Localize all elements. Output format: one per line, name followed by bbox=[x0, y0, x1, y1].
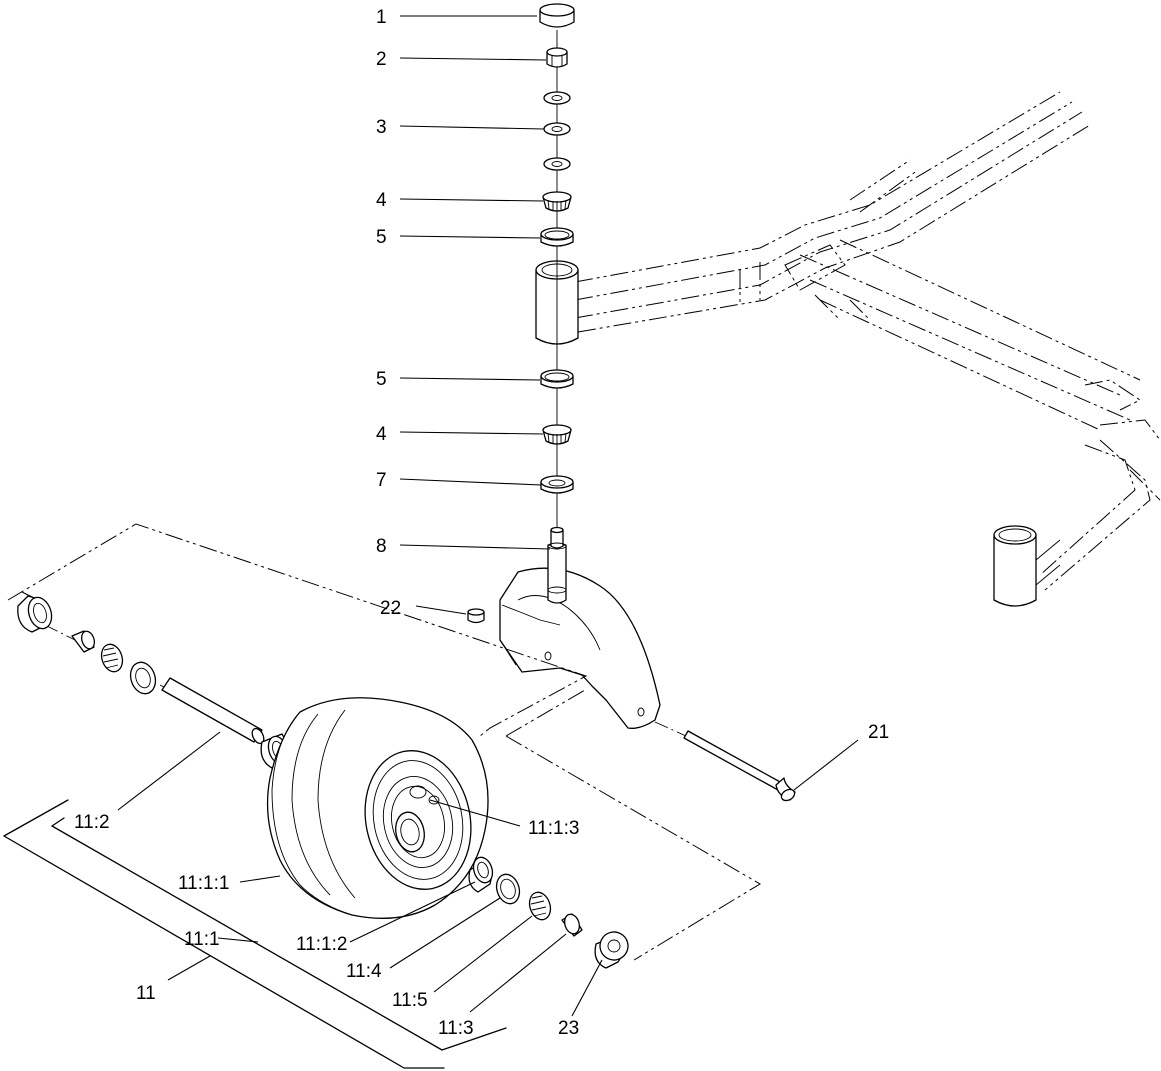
callout-3: 3 bbox=[376, 117, 387, 138]
assembly-brackets bbox=[3, 799, 507, 1069]
frame-caster-socket bbox=[993, 525, 1061, 607]
callout-11-1: 11:1 bbox=[184, 929, 220, 950]
callout-11-1-1: 11:1:1 bbox=[178, 873, 229, 894]
callout-23: 23 bbox=[558, 1018, 579, 1039]
callout-11-3: 11:3 bbox=[438, 1018, 474, 1039]
bearing-cup-bottom bbox=[540, 369, 574, 389]
callout-11-1-3: 11:1:3 bbox=[528, 818, 579, 839]
wheel-dust-cap bbox=[594, 931, 629, 969]
callout-11-1-2: 11:1:2 bbox=[296, 934, 347, 955]
callout-5-top: 5 bbox=[376, 227, 387, 248]
callout-11-4: 11:4 bbox=[346, 961, 382, 982]
washer-bottom bbox=[543, 157, 571, 171]
bearing-cone-top bbox=[542, 191, 572, 212]
washer-top bbox=[543, 91, 571, 105]
grease-fitting bbox=[467, 608, 485, 624]
callout-11-2: 11:2 bbox=[74, 812, 110, 833]
callout-11-5: 11:5 bbox=[392, 990, 428, 1011]
axle-seal-left bbox=[17, 595, 53, 633]
axle-spacer-right bbox=[561, 913, 583, 937]
washer-middle bbox=[543, 122, 571, 136]
axle-tube bbox=[161, 677, 265, 745]
caster-fork bbox=[499, 526, 661, 729]
callout-1: 1 bbox=[376, 7, 387, 28]
wheel-bearing-cup-right bbox=[468, 856, 494, 893]
wheel-bearing-cup-outer bbox=[495, 873, 521, 905]
wheel-bearing-cone-left bbox=[100, 643, 124, 673]
bearing-cup-top bbox=[540, 227, 574, 247]
mower-frame-phantom bbox=[574, 91, 1161, 591]
callout-8: 8 bbox=[376, 536, 387, 557]
wheel-bearing-cup-left bbox=[129, 661, 157, 695]
callout-22: 22 bbox=[380, 598, 401, 619]
axle-spacer-left bbox=[71, 630, 95, 653]
wheel-bearing-cone-right bbox=[528, 891, 552, 921]
callout-5-bottom: 5 bbox=[376, 369, 387, 390]
dust-cap bbox=[539, 3, 575, 28]
callout-7: 7 bbox=[376, 470, 387, 491]
tire-wheel-assembly bbox=[266, 697, 489, 919]
callout-11: 11 bbox=[136, 983, 156, 1004]
axle-bolt bbox=[654, 721, 796, 802]
callout-21: 21 bbox=[868, 722, 889, 743]
grease-seal bbox=[540, 475, 574, 494]
callout-4-bottom: 4 bbox=[376, 424, 387, 445]
leader-lines bbox=[117, 15, 859, 1017]
callout-2: 2 bbox=[376, 49, 387, 70]
callout-4-top: 4 bbox=[376, 190, 387, 211]
bearing-cone-bottom bbox=[542, 424, 572, 445]
lock-nut bbox=[546, 47, 568, 68]
